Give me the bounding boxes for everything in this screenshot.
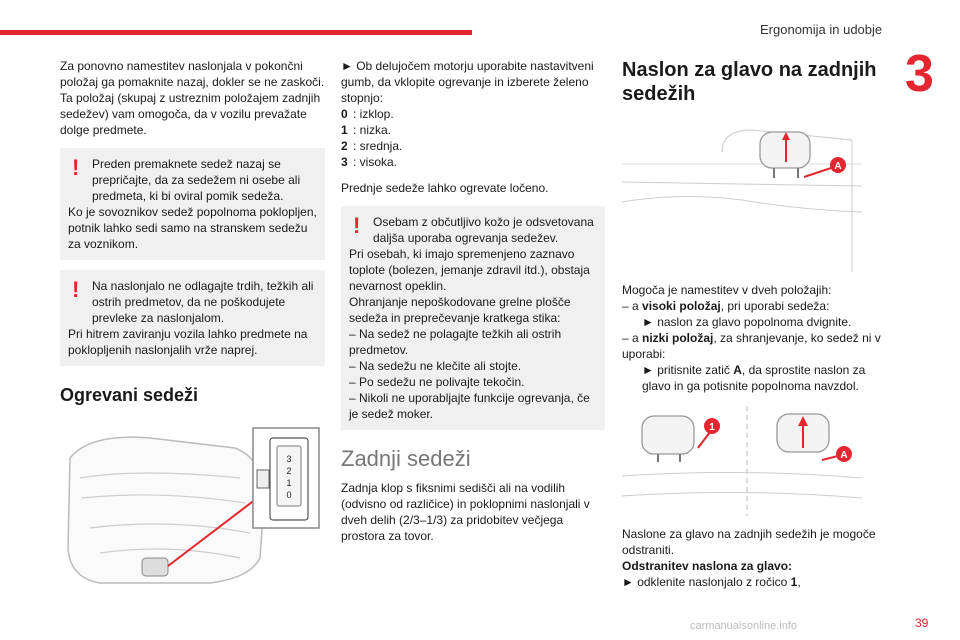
section-heading: Ogrevani sedeži — [60, 385, 199, 405]
section-heading: Zadnji sedeži — [341, 446, 471, 471]
warning-icon: ! — [72, 155, 80, 180]
warning-text: Osebam z občutljivo kožo je odsvetovana … — [373, 215, 594, 245]
paragraph: Prednje sedeže lahko ogrevate ločeno. — [341, 181, 549, 195]
svg-text:A: A — [834, 161, 841, 172]
paragraph: Naslone za glavo na zadnjih sedežih je m… — [622, 527, 876, 557]
warning-icon: ! — [72, 277, 80, 302]
headrest-illustration-1: A — [622, 129, 862, 272]
headrest-illustration-2: 1 A — [622, 406, 862, 516]
paragraph: Ta položaj (skupaj z ustreznim položajem… — [60, 91, 321, 137]
warning-text: Preden premaknete sedež nazaj se preprič… — [92, 157, 301, 203]
page-number: 39 — [915, 616, 929, 630]
header-accent-bar — [0, 30, 472, 35]
paragraph: Za ponovno namestitev naslonjala v pokon… — [60, 59, 325, 89]
warning-item: – Na sedežu ne klečite ali stojte. — [349, 359, 522, 373]
warning-box: ! Na naslonjalo ne odlagajte trdih, težk… — [60, 270, 325, 366]
warning-text: Ohranjanje nepoškodovane grelne plošče s… — [349, 295, 571, 325]
dial-label-2: 2 — [286, 466, 291, 476]
warning-box: ! Preden premaknete sedež nazaj se prepr… — [60, 148, 325, 260]
column-2: ► Ob delujočem motorju uporabite nastavi… — [341, 58, 605, 544]
list-item: – a visoki položaj, pri uporabi sedeža: — [622, 299, 830, 313]
column-1: Za ponovno namestitev naslonjala v pokon… — [60, 58, 325, 593]
level-row: 1: nizka. — [341, 123, 392, 137]
warning-text: Pri osebah, ki imajo spremenjeno zaznavo… — [349, 247, 590, 293]
column-3: Naslon za glavo na zadnjih sedežih A Mog… — [622, 58, 884, 590]
headrest — [641, 415, 695, 455]
warning-text: Na naslonjalo ne odlagajte trdih, težkih… — [92, 279, 314, 325]
list-subitem: ► naslon za glavo popolnoma dvignite. — [642, 315, 852, 329]
watermark: carmanualsonline.info — [690, 620, 798, 632]
callout-a — [836, 446, 852, 462]
dial-label-0: 0 — [286, 490, 291, 500]
callout-a — [830, 157, 846, 173]
warning-item: – Na sedež ne polagajte težkih ali ostri… — [349, 327, 562, 357]
section-heading: Naslon za glavo na zadnjih sedežih — [622, 59, 877, 105]
seat-heat-icon — [256, 469, 270, 489]
heating-switch — [141, 557, 169, 577]
list-item: – a nizki položaj, za shranjevanje, ko s… — [622, 331, 881, 361]
warning-text: Pri hitrem zaviranju vozila lahko predme… — [68, 327, 308, 357]
list-item: ► odklenite naslonjalo z ročico 1, — [622, 575, 801, 589]
list-subitem: ► pritisnite zatič A, da sprostite naslo… — [642, 363, 866, 393]
level-row: 2: srednja. — [341, 139, 403, 153]
callout-1 — [704, 418, 720, 434]
chapter-number: 3 — [905, 45, 934, 103]
svg-text:1: 1 — [709, 422, 715, 433]
heated-seat-illustration: 3 2 1 0 — [60, 418, 325, 593]
paragraph: Zadnja klop s fiksnimi sedišči ali na vo… — [341, 481, 590, 543]
warning-icon: ! — [353, 213, 361, 238]
level-row: 3: visoka. — [341, 155, 398, 169]
paragraph: Mogoča je namestitev v dveh položajih: — [622, 283, 832, 297]
dial-label-1: 1 — [286, 478, 291, 488]
warning-box: ! Osebam z občutljivo kožo je odsvetovan… — [341, 206, 605, 430]
svg-text:A: A — [840, 450, 847, 461]
section-title: Ergonomija in udobje — [760, 22, 883, 37]
dial-label-3: 3 — [286, 454, 291, 464]
warning-item: – Po sedežu ne polivajte tekočin. — [349, 375, 525, 389]
subheading: Odstranitev naslona za glavo: — [622, 559, 793, 573]
paragraph: ► Ob delujočem motorju uporabite nastavi… — [341, 59, 594, 105]
warning-item: – Nikoli ne uporabljajte funkcije ogreva… — [349, 391, 590, 421]
warning-text: Ko je sovoznikov sedež popolnoma poklopl… — [68, 205, 317, 251]
level-row: 0: izklop. — [341, 107, 394, 121]
